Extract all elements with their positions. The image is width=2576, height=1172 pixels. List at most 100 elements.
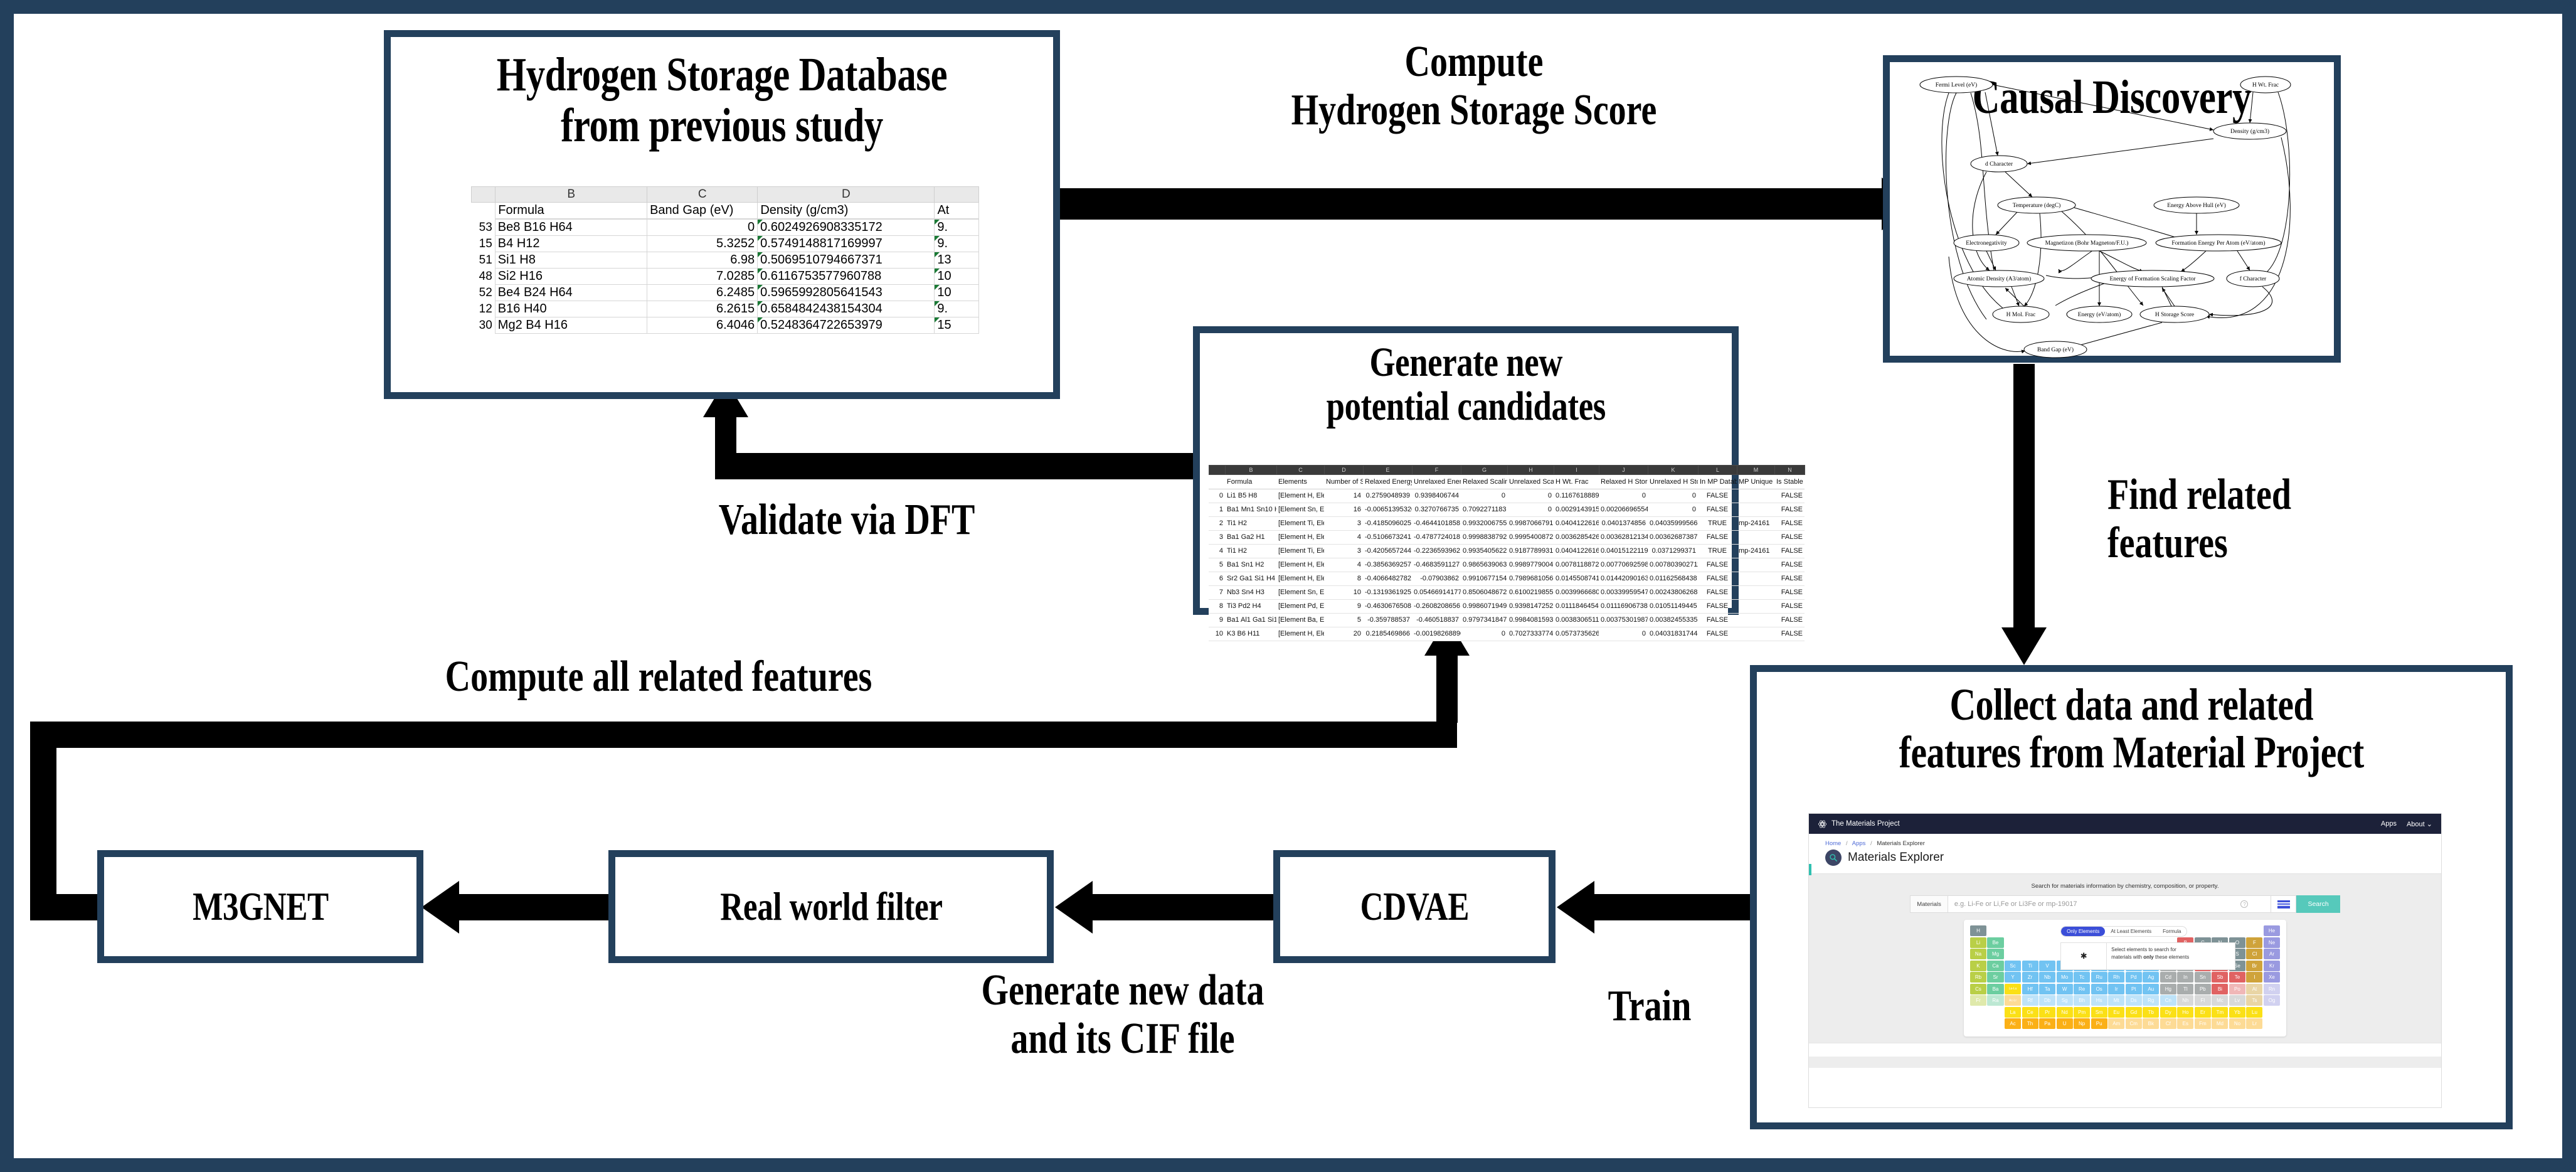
periodic-element-ac-lr[interactable]: Ac-Lr — [2005, 995, 2022, 1006]
tab-only-elements[interactable]: Only Elements — [2061, 927, 2106, 936]
candidates-cell[interactable]: 0.007706925989 — [1599, 558, 1648, 572]
periodic-element-db[interactable]: Db — [2039, 995, 2056, 1006]
periodic-element-cs[interactable]: Cs — [1969, 983, 1986, 994]
causal-graph-node[interactable]: Electronegativity — [1953, 234, 2020, 252]
causal-graph-node[interactable]: Temperature (degC) — [1997, 196, 2076, 214]
spreadsheet-cell[interactable]: 0.6584842438154304 — [757, 301, 935, 317]
periodic-element-eu[interactable]: Eu — [2108, 1006, 2125, 1018]
search-input[interactable]: e.g. Li-Fe or Li,Fe or Li3Fe or mp-19017… — [1947, 895, 2272, 913]
spreadsheet-cell[interactable]: 10 — [934, 284, 979, 301]
candidates-cell[interactable]: K3 B6 H11 — [1225, 627, 1276, 641]
causal-graph-node[interactable]: Density (g/cm3) — [2213, 122, 2287, 140]
candidates-cell[interactable]: 0.01051149445 — [1648, 599, 1698, 614]
candidates-cell[interactable]: 0.04041226168 — [1554, 544, 1599, 558]
candidates-cell[interactable]: 4 — [1324, 558, 1363, 572]
periodic-element-tm[interactable]: Tm — [2212, 1006, 2229, 1018]
candidates-cell[interactable] — [1737, 558, 1774, 572]
candidates-cell[interactable]: FALSE — [1774, 627, 1805, 641]
candidates-cell[interactable]: 0.7092271183 — [1461, 503, 1507, 517]
periodic-table-toggle-icon[interactable] — [2271, 895, 2297, 913]
periodic-element-w[interactable]: W — [2056, 983, 2073, 994]
candidates-cell[interactable]: 0.9986071949 — [1461, 599, 1507, 614]
periodic-element-gd[interactable]: Gd — [2125, 1006, 2142, 1018]
candidates-cell[interactable]: 0.01455087418 — [1554, 572, 1599, 586]
periodic-element-sb[interactable]: Sb — [2212, 972, 2229, 983]
tab-formula[interactable]: Formula — [2163, 929, 2181, 934]
candidates-cell[interactable]: -0.5106673241 — [1363, 530, 1412, 545]
periodic-element-pd[interactable]: Pd — [2125, 972, 2142, 983]
periodic-element-lu[interactable]: Lu — [2246, 1006, 2263, 1018]
candidates-cell[interactable]: [Element H, Elemen — [1276, 627, 1324, 641]
spreadsheet-cell[interactable]: 51 — [471, 252, 496, 269]
candidates-cell[interactable]: FALSE — [1698, 627, 1737, 641]
candidates-cell[interactable]: 4 — [1209, 544, 1225, 558]
node-m3gnet[interactable]: M3GNET — [97, 850, 423, 963]
candidates-cell[interactable]: FALSE — [1698, 489, 1737, 503]
node-hydrogen-storage-database[interactable]: Hydrogen Storage Database from previous … — [384, 30, 1060, 399]
candidates-cell[interactable]: 0 — [1461, 489, 1507, 503]
candidates-cell[interactable]: 0 — [1648, 489, 1698, 503]
candidates-cell[interactable]: -0.2608208656 — [1412, 599, 1461, 614]
candidates-cell[interactable]: 0.00291439158 — [1554, 503, 1599, 517]
spreadsheet-cell[interactable]: 0.6116753577960788 — [757, 268, 935, 285]
causal-graph-node[interactable]: H Wt. Frac — [2240, 76, 2291, 93]
candidates-cell[interactable]: [Element Ti, Elemen — [1276, 516, 1324, 531]
periodic-element-mo[interactable]: Mo — [2056, 972, 2073, 983]
candidates-cell[interactable]: FALSE — [1774, 530, 1805, 545]
candidates-cell[interactable]: Ti1 H2 — [1225, 516, 1276, 531]
spreadsheet-cell[interactable]: 0.5069510794667371 — [757, 252, 935, 269]
candidates-cell[interactable]: 0.05466914177 — [1412, 585, 1461, 600]
candidates-cell[interactable]: 0.007803902711 — [1648, 558, 1698, 572]
periodic-element-fm[interactable]: Fm — [2194, 1018, 2211, 1029]
causal-graph-node[interactable]: Energy Above Hull (eV) — [2153, 196, 2240, 214]
periodic-element-fr[interactable]: Fr — [1969, 995, 1986, 1006]
breadcrumb-apps[interactable]: Apps — [1852, 840, 1866, 847]
candidates-column-letter[interactable]: I — [1554, 465, 1599, 475]
candidates-cell[interactable]: 5 — [1209, 558, 1225, 572]
causal-graph-node[interactable]: d Character — [1970, 155, 2028, 173]
candidates-cell[interactable] — [1737, 627, 1774, 641]
candidates-cell[interactable]: FALSE — [1698, 572, 1737, 586]
periodic-element-hg[interactable]: Hg — [2160, 983, 2176, 994]
candidates-cell[interactable]: Ba1 Mn1 Sn10 H4 — [1225, 503, 1276, 517]
candidates-cell[interactable]: 0.9935405622 — [1461, 544, 1507, 558]
candidates-cell[interactable]: 0.9797341847 — [1461, 613, 1507, 627]
candidates-cell[interactable]: [Element Pd, Eleme — [1276, 599, 1324, 614]
candidates-column-letter[interactable]: M — [1737, 465, 1775, 475]
candidates-cell[interactable]: mp-24161 — [1737, 516, 1774, 531]
candidates-cell[interactable]: 0.003830651143 — [1554, 613, 1599, 627]
candidates-cell[interactable]: TRUE — [1698, 544, 1737, 558]
materials-project-browser[interactable]: The Materials Project Apps About ⌄ Home … — [1808, 813, 2442, 1108]
periodic-element-np[interactable]: Np — [2074, 1018, 2091, 1029]
candidates-cell[interactable]: 9 — [1209, 613, 1225, 627]
candidates-column-letter[interactable]: K — [1648, 465, 1699, 475]
periodic-element-h[interactable]: H — [1969, 925, 1986, 936]
candidates-cell[interactable]: TRUE — [1698, 516, 1737, 531]
periodic-element-tc[interactable]: Tc — [2074, 972, 2091, 983]
candidates-cell[interactable]: -0.07903862 — [1412, 572, 1461, 586]
periodic-element-i[interactable]: I — [2246, 972, 2263, 983]
spreadsheet-cell[interactable]: 0 — [646, 219, 758, 236]
candidates-cell[interactable]: 0.2185469866 — [1363, 627, 1412, 641]
periodic-element-ac[interactable]: Ac — [2005, 1018, 2022, 1029]
candidates-column-letter[interactable]: L — [1698, 465, 1737, 475]
candidates-cell[interactable]: FALSE — [1698, 613, 1737, 627]
candidates-column-letter[interactable] — [1209, 465, 1226, 475]
candidates-cell[interactable]: 4 — [1324, 530, 1363, 545]
candidates-cell[interactable]: FALSE — [1698, 558, 1737, 572]
candidates-cell[interactable] — [1737, 613, 1774, 627]
spreadsheet-cell[interactable]: 7.0285 — [646, 268, 758, 285]
periodic-element-nd[interactable]: Nd — [2056, 1006, 2073, 1018]
periodic-element-ce[interactable]: Ce — [2022, 1006, 2038, 1018]
candidates-cell[interactable]: 0.9984081593 — [1507, 613, 1554, 627]
periodic-element-pa[interactable]: Pa — [2039, 1018, 2056, 1029]
candidates-cell[interactable]: 10 — [1209, 627, 1225, 641]
periodic-element-hs[interactable]: Hs — [2091, 995, 2107, 1006]
periodic-element-ca[interactable]: Ca — [1987, 960, 2004, 971]
periodic-element-ti[interactable]: Ti — [2022, 960, 2038, 971]
